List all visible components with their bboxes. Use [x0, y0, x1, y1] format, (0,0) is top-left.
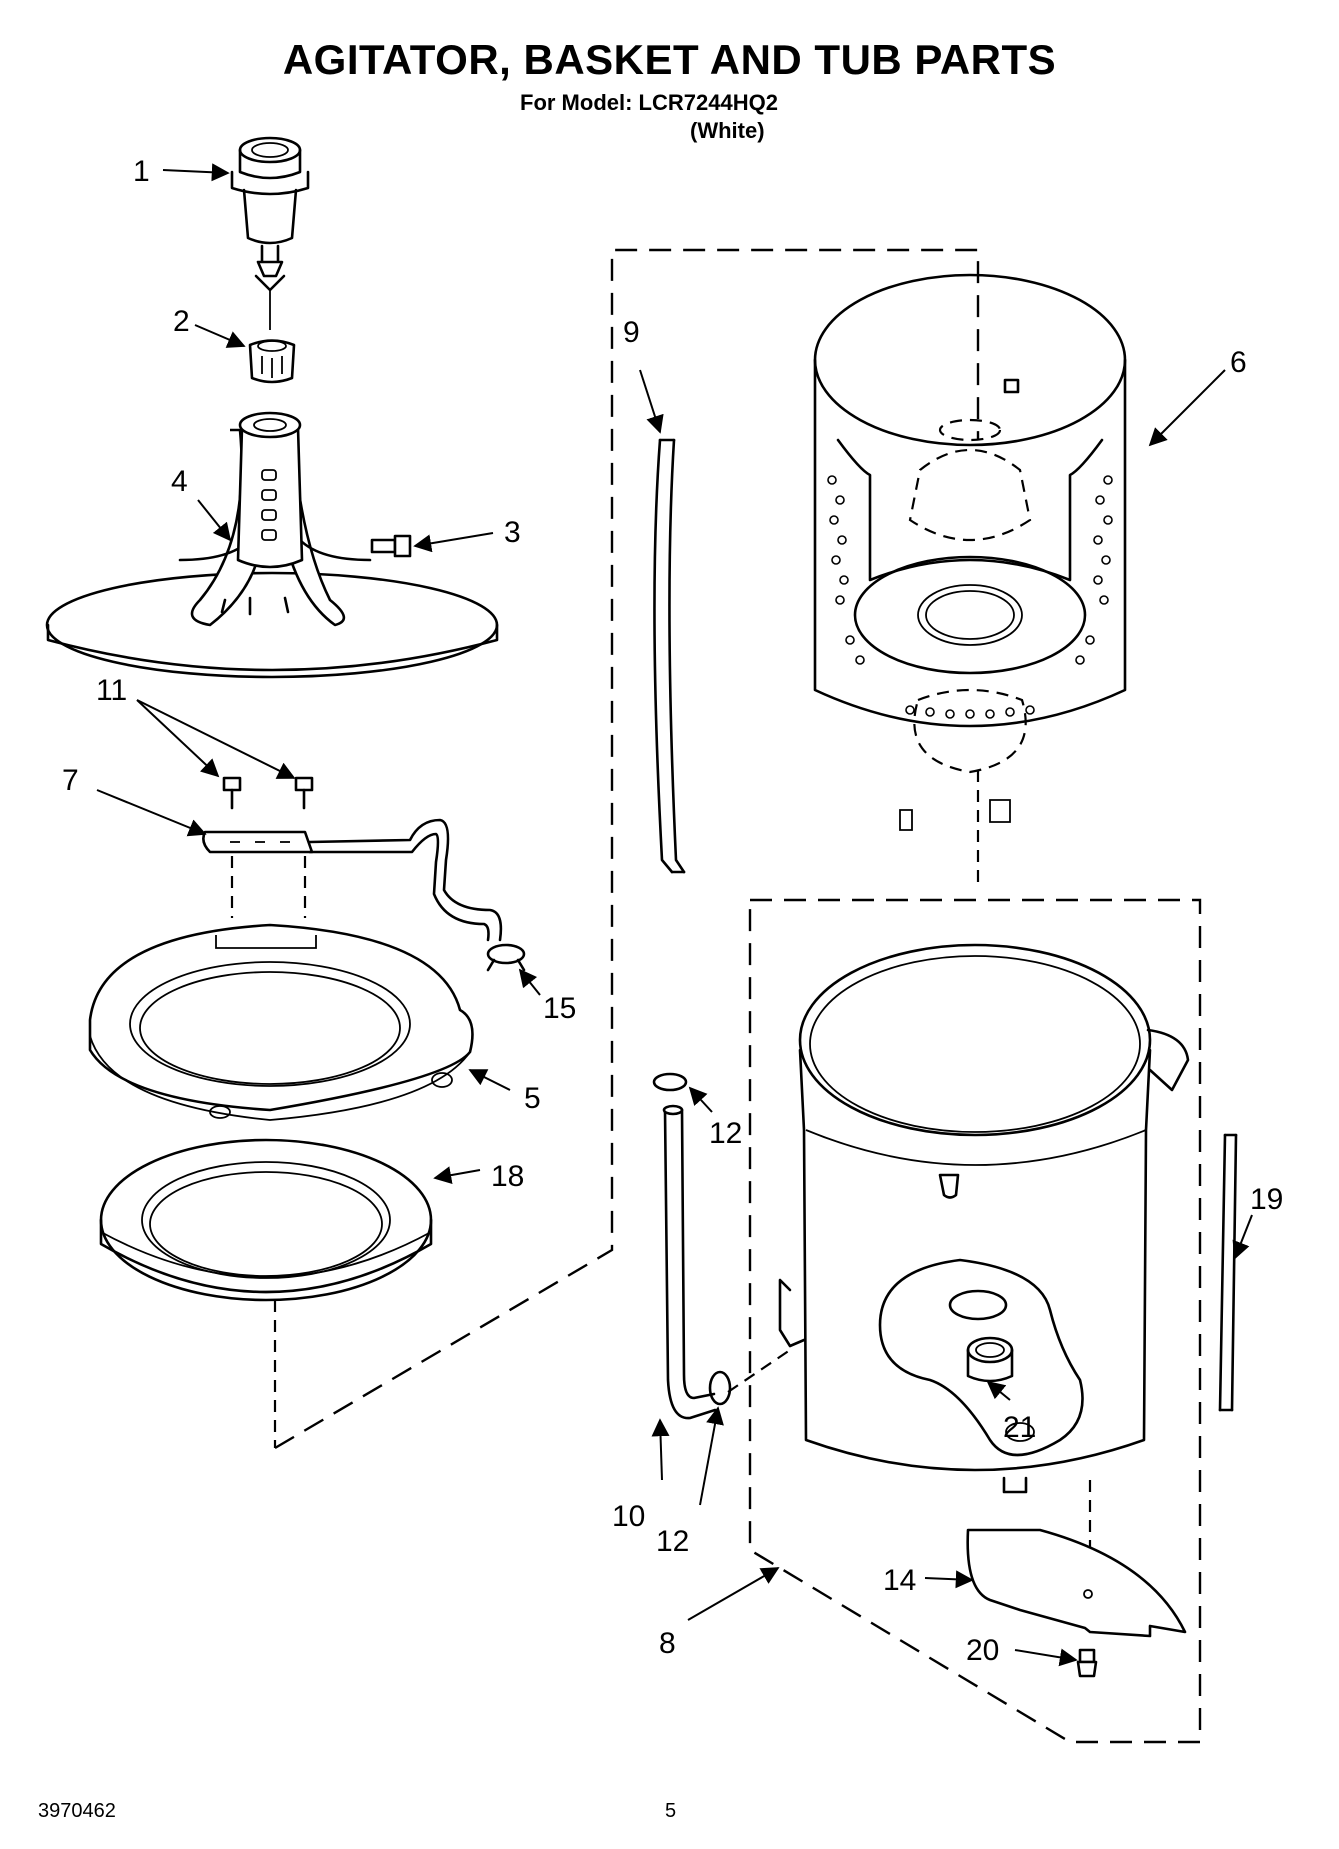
callout-18: 18	[491, 1160, 524, 1193]
page-number: 5	[665, 1800, 677, 1822]
callout-4: 4	[171, 465, 188, 498]
part-18-gasket	[99, 1138, 433, 1302]
part-4-agitator	[45, 411, 499, 679]
part-7-bracket-hose	[202, 818, 503, 942]
callout-14: 14	[883, 1564, 916, 1597]
callout-5: 5	[524, 1082, 541, 1115]
part-14-shield	[966, 1528, 1187, 1638]
part-9-hose	[653, 438, 686, 874]
part-15-clamp	[486, 943, 526, 972]
part-20-screw	[1076, 1648, 1098, 1678]
page-title: AGITATOR, BASKET AND TUB PARTS	[282, 36, 1057, 83]
part-12-clamp-upper	[652, 1072, 688, 1092]
callout-2: 2	[173, 305, 190, 338]
part-2-agitator-dogs	[248, 339, 296, 384]
part-5-tub-ring	[88, 923, 474, 1121]
part-3-screw	[370, 534, 412, 558]
callout-1: 1	[133, 155, 150, 188]
callout-19: 19	[1250, 1183, 1283, 1216]
callout-8: 8	[659, 1627, 676, 1660]
leader-arrows	[96, 163, 1253, 1667]
part-11-screws	[222, 776, 314, 810]
part-8-outer-tub	[778, 943, 1190, 1600]
callout-7: 7	[62, 764, 79, 797]
model-line: For Model: LCR7244HQ2	[520, 90, 778, 115]
callout-11: 11	[96, 674, 127, 707]
callout-numbers: 1 2 3 4 5 6 7 8 9 10 11 12 12 14 15 18 1…	[62, 155, 1283, 1667]
callout-20: 20	[966, 1634, 999, 1667]
callout-12-lower: 12	[656, 1525, 689, 1558]
callout-3: 3	[504, 516, 521, 549]
part-12-clamp-lower	[708, 1370, 732, 1406]
document-number: 3970462	[38, 1800, 116, 1822]
color-variant: (White)	[690, 118, 765, 143]
callout-9: 9	[623, 316, 640, 349]
callout-12-upper: 12	[709, 1117, 742, 1150]
part-6-basket	[813, 273, 1127, 890]
callout-10: 10	[612, 1500, 645, 1533]
callout-15: 15	[543, 992, 576, 1025]
part-1-agitator-cap	[230, 136, 310, 330]
part-19-strip	[1218, 1133, 1238, 1412]
callout-6: 6	[1230, 346, 1247, 379]
callout-21: 21	[1003, 1411, 1036, 1444]
part-10-drain-hose	[662, 1104, 717, 1420]
